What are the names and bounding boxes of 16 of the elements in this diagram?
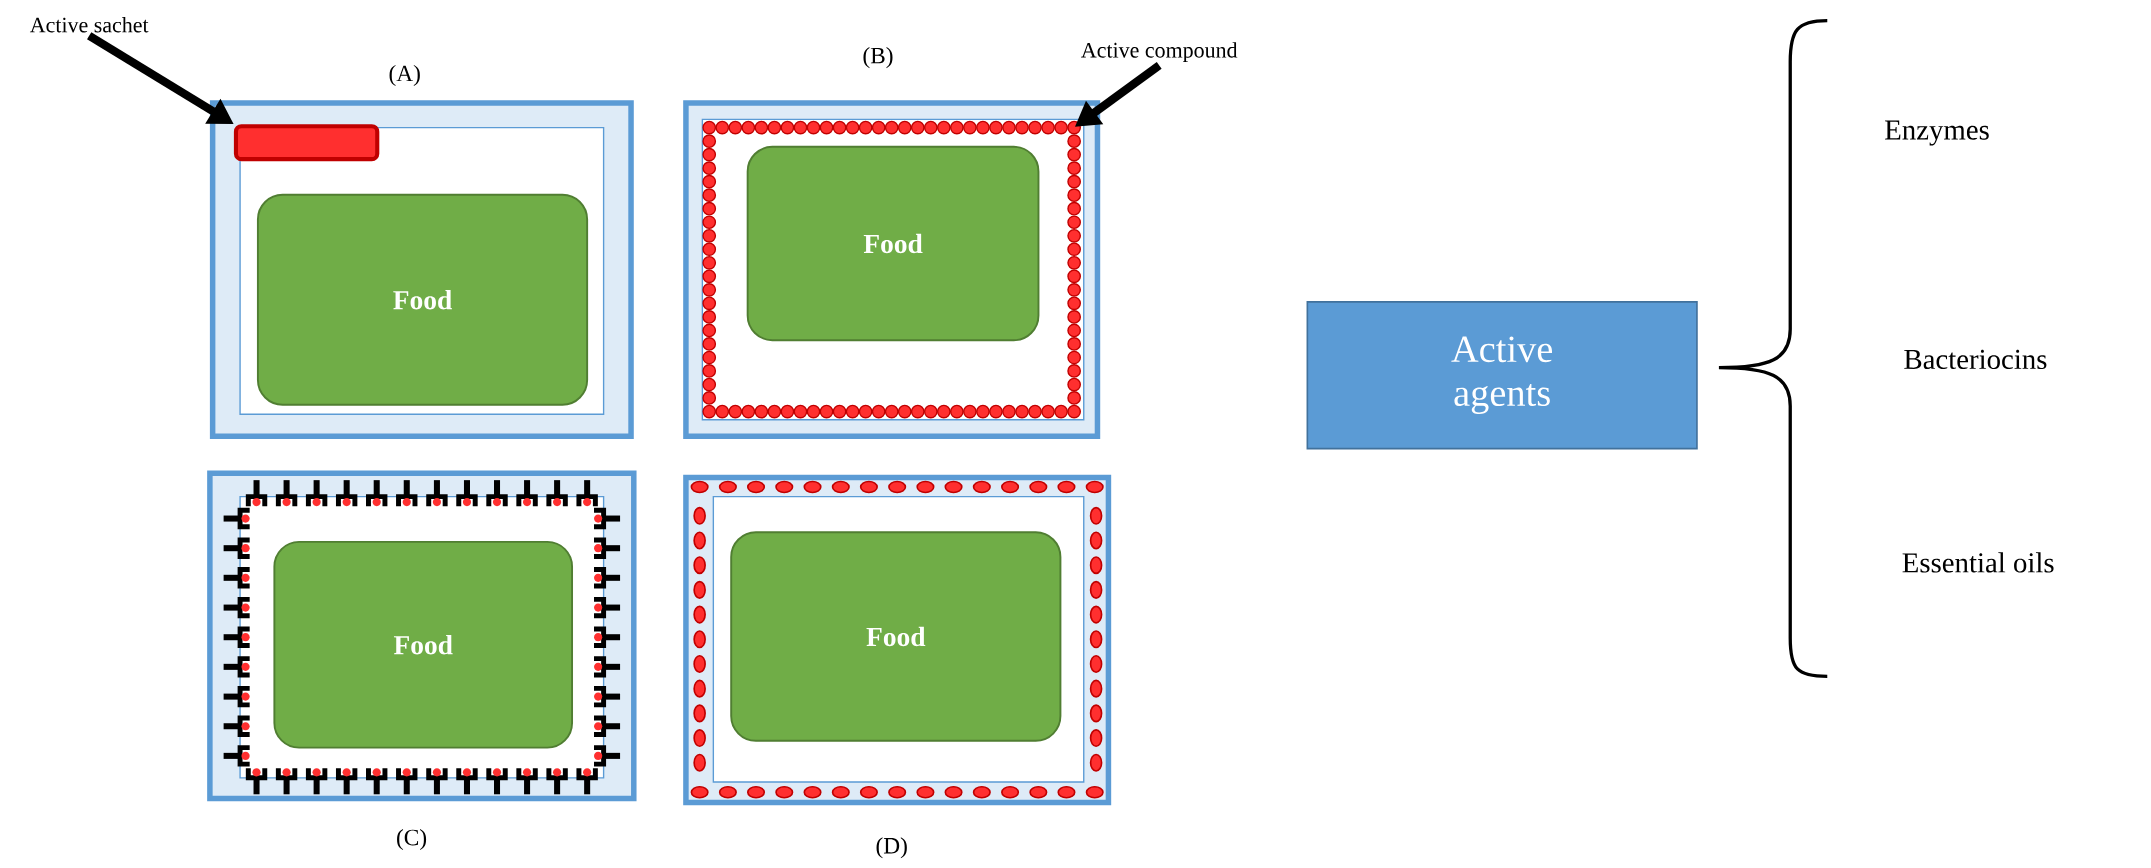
panel-label: (C)	[397, 828, 427, 850]
food-box: Food	[273, 540, 573, 749]
food-box: Food	[730, 531, 1062, 742]
callout-text: Active sachet	[29, 16, 149, 33]
food-box: Food	[256, 193, 589, 406]
item-text: Bacteriocins	[1904, 349, 2047, 369]
particle-layer	[702, 120, 1081, 419]
panel-label: (A)	[389, 64, 420, 86]
item-text: Enzymes	[1885, 120, 1989, 146]
callout-text: Active compound	[1081, 42, 1238, 62]
panel-label: (B)	[863, 46, 893, 68]
agent-box: Active agents	[1306, 300, 1698, 450]
sachet-bar	[233, 124, 380, 161]
panel-label: (D)	[876, 837, 907, 859]
food-box: Food	[746, 145, 1040, 341]
item-text: Essential oils	[1902, 552, 2054, 573]
